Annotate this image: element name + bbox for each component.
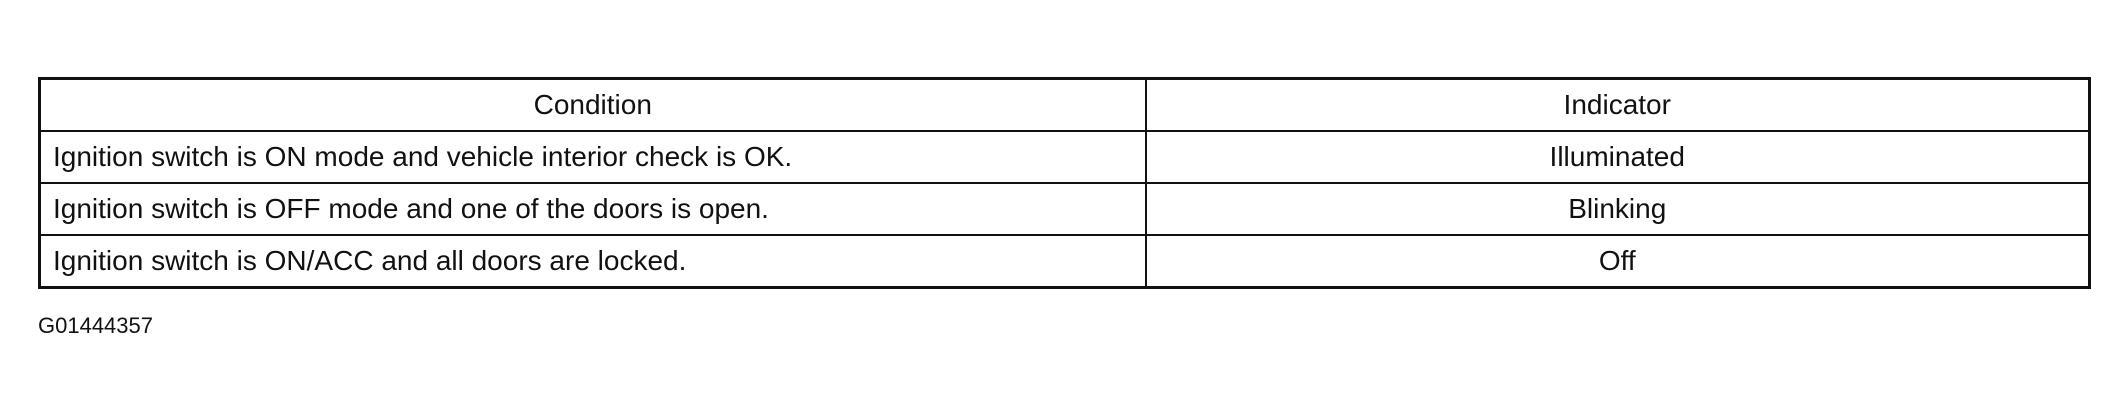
table-row: Ignition switch is ON mode and vehicle i…: [38, 130, 2091, 184]
condition-indicator-table: Condition Indicator Ignition switch is O…: [38, 77, 2091, 289]
indicator-cell: Off: [1144, 234, 2091, 289]
condition-cell: Ignition switch is ON/ACC and all doors …: [38, 234, 1147, 289]
indicator-cell: Illuminated: [1144, 130, 2091, 184]
header-indicator: Indicator: [1144, 77, 2091, 132]
indicator-cell: Blinking: [1144, 182, 2091, 236]
figure-id-label: G01444357: [38, 313, 153, 338]
header-condition: Condition: [38, 77, 1147, 132]
condition-cell: Ignition switch is OFF mode and one of t…: [38, 182, 1147, 236]
table-header-row: Condition Indicator: [38, 77, 2091, 132]
condition-cell: Ignition switch is ON mode and vehicle i…: [38, 130, 1147, 184]
condition-indicator-table-container: Condition Indicator Ignition switch is O…: [38, 77, 2091, 289]
table-row: Ignition switch is OFF mode and one of t…: [38, 182, 2091, 236]
table-row: Ignition switch is ON/ACC and all doors …: [38, 234, 2091, 289]
